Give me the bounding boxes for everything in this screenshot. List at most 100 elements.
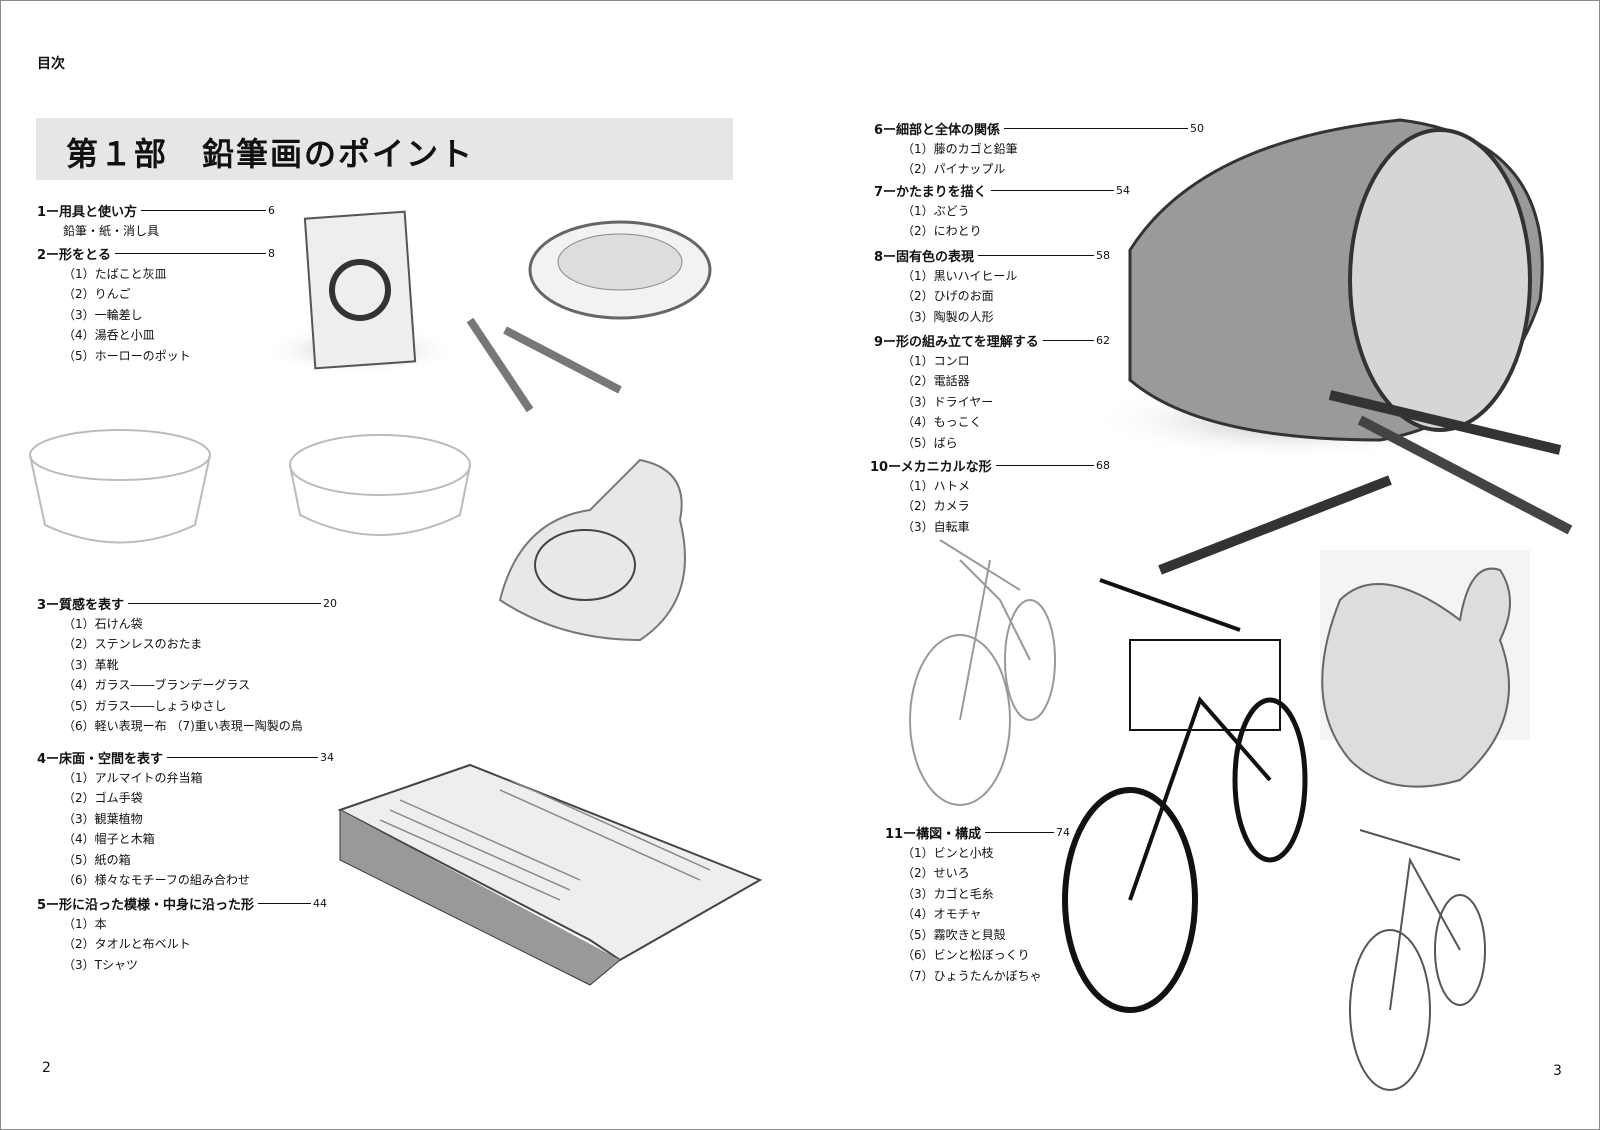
toc-subitem: （3）カゴと毛糸: [902, 886, 994, 901]
toc-entry[interactable]: 2ー形をとる 8: [37, 243, 275, 264]
toc-entry[interactable]: 4ー床面・空間を表す 34: [37, 747, 334, 768]
toc-section-7: 7ーかたまりを描く 54 （1）ぶどう （2）にわとり: [874, 180, 1130, 242]
leader-line: [985, 831, 1054, 833]
toc-entry[interactable]: 1ー用具と使い方 6: [37, 200, 275, 221]
toc-subitem: （1）藤のカゴと鉛筆: [902, 141, 1018, 156]
toc-subitem: （7）ひょうたんかぼちゃ: [902, 968, 1042, 983]
entry-page: 58: [1096, 248, 1110, 262]
toc-subitem: （4）ガラス――ブランデーグラス: [63, 678, 251, 692]
entry-page: 54: [1116, 183, 1130, 197]
toc-subitem: （4）湯呑と小皿: [63, 328, 155, 342]
toc-entry[interactable]: 11ー構図・構成 74: [885, 822, 1070, 843]
part-banner: 第１部 鉛筆画のポイント: [36, 118, 733, 180]
toc-subitem: （5）ホーローのポット: [63, 348, 191, 363]
toc-subitem: （1）コンロ: [902, 353, 970, 368]
toc-subitem: （1）ビンと小枝: [902, 845, 994, 860]
toc-subitem: （3）観葉植物: [63, 811, 143, 826]
toc-subitem: （3）自転車: [902, 519, 970, 534]
toc-subitem: （1）本: [63, 916, 107, 931]
entry-title: 6ー細部と全体の関係: [874, 122, 1001, 138]
part-title: 第１部 鉛筆画のポイント: [66, 135, 475, 173]
toc-subitem: （1）黒いハイヒール: [902, 268, 1018, 283]
entry-title: 1ー用具と使い方: [37, 204, 138, 220]
soap-bag-drawing: [498, 458, 686, 642]
page-number-right: 3: [1553, 1063, 1562, 1079]
entry-title: 9ー形の組み立てを理解する: [874, 334, 1039, 350]
entry-title: 2ー形をとる: [37, 247, 112, 263]
toc-subitem: （5）ガラス――しょうゆさし: [63, 698, 227, 713]
entry-title: 11ー構図・構成: [885, 826, 982, 842]
leader-line: [141, 209, 266, 211]
toc-subitem: （3）革靴: [63, 657, 119, 672]
toc-entry[interactable]: 5ー形に沿った模様・中身に沿った形 44: [37, 893, 327, 914]
entry-page: 44: [313, 896, 327, 910]
entry-page: 62: [1096, 333, 1110, 347]
leader-line: [167, 756, 318, 758]
toc-subitem: （6）ビンと松ぼっくり: [902, 948, 1030, 962]
entry-title: 8ー固有色の表現: [874, 249, 975, 265]
toc-subitem: （5）ばら: [902, 435, 958, 450]
toc-subitem: （2）りんご: [63, 287, 131, 301]
entry-page: 50: [1190, 121, 1204, 135]
page-number-left: 2: [42, 1060, 51, 1076]
toc-subitem: （2）せいろ: [902, 866, 970, 880]
toc-entry[interactable]: 8ー固有色の表現 58: [874, 245, 1110, 266]
toc-subitem: （4）もっこく: [902, 415, 982, 429]
entry-page: 6: [268, 203, 275, 217]
cigarette-pack-drawing: [260, 210, 460, 375]
toc-heading: 目次: [37, 56, 65, 72]
toc-subitem: （2）にわとり: [902, 224, 982, 238]
entry-page: 8: [268, 246, 275, 260]
toc-subitem: （1）石けん袋: [63, 616, 143, 631]
toc-subitem: （3）Tシャツ: [63, 957, 138, 972]
bicycle-sketch-light: [909, 539, 1056, 806]
entry-title: 10ーメカニカルな形: [870, 459, 992, 475]
toc-subitem: 鉛筆・紙・消し具: [63, 223, 160, 238]
leader-line: [128, 602, 321, 604]
toc-subitem: （1）ぶどう: [902, 203, 970, 218]
toc-subitem: （5）霧吹きと貝殻: [902, 927, 1006, 942]
toc-subitem: （2）ステンレスのおたま: [63, 637, 203, 651]
leader-line: [1042, 339, 1094, 341]
entry-title: 4ー床面・空間を表す: [37, 751, 164, 767]
leader-line: [258, 902, 311, 904]
toc-section-5: 5ー形に沿った模様・中身に沿った形 44 （1）本 （2）タオルと布ベルト （3）…: [37, 893, 327, 975]
toc-subitem: （2）カメラ: [902, 499, 970, 513]
toc-subitem: （4）帽子と木箱: [63, 832, 155, 846]
leader-line: [990, 189, 1114, 191]
entry-page: 34: [320, 750, 334, 764]
toc-subitem: （1）アルマイトの弁当箱: [63, 770, 203, 785]
bicycle-sketch-small: [1349, 829, 1486, 1091]
entry-page: 74: [1056, 825, 1070, 839]
basket-and-pencils-drawing: [1090, 118, 1573, 575]
toc-subitem: （1）ハトメ: [902, 478, 970, 493]
bicycle-drawing-dark: [1062, 578, 1308, 1013]
leader-line: [995, 464, 1094, 466]
entry-title: 5ー形に沿った模様・中身に沿った形: [37, 897, 255, 913]
glass-ashtray-sketches: [29, 429, 471, 544]
ashtray-drawing: [466, 220, 712, 413]
toc-subitem: （3）陶製の人形: [902, 309, 994, 324]
entry-title: 7ーかたまりを描く: [874, 184, 987, 200]
chicken-drawing: [1320, 550, 1530, 788]
toc-subitem: （5）紙の箱: [63, 852, 131, 867]
toc-subitem: （6）軽い表現ー布 （7)重い表現ー陶製の鳥: [63, 719, 303, 733]
toc-entry[interactable]: 9ー形の組み立てを理解する 62: [874, 330, 1110, 351]
toc-entry[interactable]: 6ー細部と全体の関係 50: [874, 118, 1204, 139]
entry-title: 3ー質感を表す: [37, 597, 125, 613]
toc-subitem: （2）電話器: [902, 374, 970, 388]
toc-entry[interactable]: 7ーかたまりを描く 54: [874, 180, 1130, 201]
toc-subitem: （2）タオルと布ベルト: [63, 937, 191, 951]
toc-subitem: （6）様々なモチーフの組み合わせ: [63, 873, 250, 887]
